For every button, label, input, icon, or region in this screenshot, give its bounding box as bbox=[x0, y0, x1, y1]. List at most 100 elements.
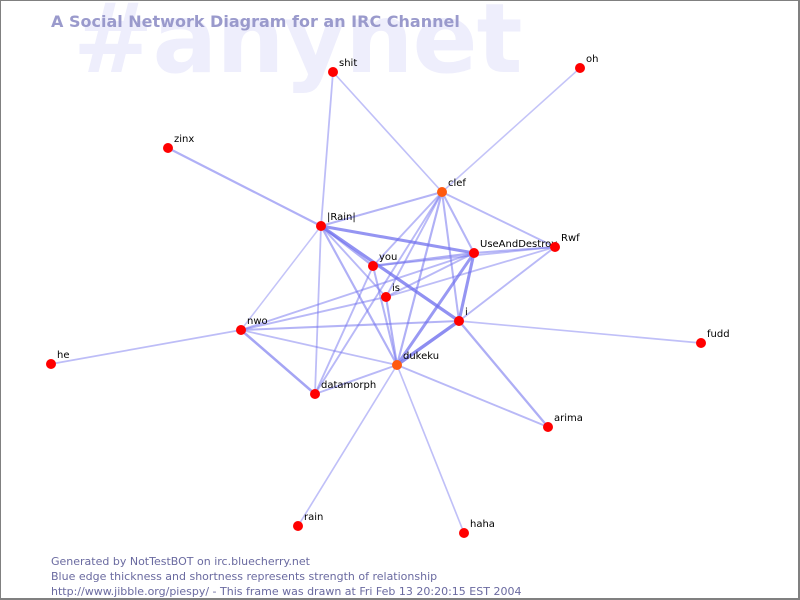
edge-rain_bars-you bbox=[319, 224, 375, 268]
node-dot bbox=[543, 422, 553, 432]
edge-clef-you bbox=[372, 191, 443, 267]
edge-useanddestroy-is bbox=[385, 252, 475, 298]
node-dot bbox=[236, 325, 246, 335]
node-dot bbox=[575, 63, 585, 73]
edge-he-nwo bbox=[50, 329, 242, 365]
node-label: rain bbox=[304, 512, 323, 523]
edge-shit-clef bbox=[332, 71, 443, 193]
nodes-layer: shit oh zinx clef |Rain| UseAndDestroy Rwf you i… bbox=[46, 54, 730, 538]
node-label: i bbox=[465, 307, 468, 318]
edge-nwo-datamorph bbox=[239, 328, 317, 396]
node-label: nwo bbox=[247, 316, 268, 327]
edge-useanddestroy-nwo bbox=[240, 252, 475, 331]
node-i: i bbox=[454, 307, 468, 326]
edge-rain_bars-is bbox=[320, 225, 387, 298]
node-rwf: Rwf bbox=[550, 233, 580, 252]
edge-useanddestroy-dukeku bbox=[395, 251, 476, 367]
edge-rain_bars-nwo bbox=[240, 225, 322, 331]
node-rain_bars: |Rain| bbox=[316, 212, 356, 231]
edge-nwo-is bbox=[240, 296, 387, 331]
node-label: he bbox=[57, 350, 70, 361]
node-zinx: zinx bbox=[163, 134, 194, 153]
edge-i-fudd bbox=[458, 320, 702, 344]
edge-clef-useanddestroy bbox=[440, 190, 476, 255]
edge-rain_bars-i bbox=[319, 224, 461, 323]
node-shit: shit bbox=[328, 58, 357, 77]
edge-i-nwo bbox=[239, 319, 461, 332]
edge-rain_bars-dukeku bbox=[319, 224, 399, 367]
edge-rwf-you bbox=[372, 246, 556, 267]
node-dot bbox=[163, 143, 173, 153]
node-dot bbox=[328, 67, 338, 77]
node-arima: arima bbox=[543, 413, 583, 432]
node-label: dukeku bbox=[403, 351, 439, 362]
edge-dukeku-rain bbox=[297, 364, 398, 527]
node-label: oh bbox=[586, 54, 598, 65]
node-label: datamorph bbox=[321, 380, 376, 391]
diagram-title: A Social Network Diagram for an IRC Chan… bbox=[51, 12, 460, 31]
edge-i-arima bbox=[457, 319, 550, 429]
node-clef: clef bbox=[437, 178, 466, 197]
edge-rwf-is bbox=[385, 246, 556, 298]
edge-useanddestroy-i bbox=[457, 251, 476, 323]
node-useanddestroy: UseAndDestroy bbox=[469, 239, 557, 258]
node-dot bbox=[437, 187, 447, 197]
node-dot bbox=[469, 248, 479, 258]
edge-zinx-rain_bars bbox=[166, 146, 323, 228]
node-nwo: nwo bbox=[236, 316, 268, 335]
node-dot bbox=[550, 242, 560, 252]
node-dot bbox=[459, 528, 469, 538]
node-dot bbox=[368, 261, 378, 271]
node-label: fudd bbox=[707, 329, 730, 340]
edge-dukeku-haha bbox=[396, 364, 465, 534]
edges-layer bbox=[50, 67, 702, 534]
node-dot bbox=[696, 338, 706, 348]
footer-frame-info: http://www.jibble.org/piespy/ - This fra… bbox=[51, 585, 522, 598]
edge-clef-dukeku bbox=[395, 190, 444, 367]
node-you: you bbox=[368, 252, 397, 271]
edge-rain_bars-clef bbox=[319, 190, 444, 228]
node-label: you bbox=[379, 252, 397, 263]
node-he: he bbox=[46, 350, 70, 369]
node-dot bbox=[46, 359, 56, 369]
edge-useanddestroy-rwf bbox=[472, 245, 557, 255]
node-label: clef bbox=[448, 178, 466, 189]
node-label: |Rain| bbox=[327, 212, 356, 223]
edge-clef-is bbox=[385, 191, 443, 298]
node-oh: oh bbox=[575, 54, 598, 73]
edge-datamorph-you bbox=[314, 265, 374, 395]
channel-watermark: #anynet bbox=[73, 0, 522, 95]
edge-rain_bars-datamorph bbox=[314, 225, 322, 395]
node-datamorph: datamorph bbox=[310, 380, 376, 399]
footer-legend: Blue edge thickness and shortness repres… bbox=[51, 570, 438, 583]
edge-useanddestroy-you bbox=[371, 251, 476, 268]
footer: Generated by NotTestBOT on irc.bluecherr… bbox=[51, 554, 522, 598]
node-label: arima bbox=[554, 413, 583, 424]
node-label: Rwf bbox=[561, 233, 580, 244]
node-dot bbox=[454, 316, 464, 326]
node-is: is bbox=[381, 283, 400, 302]
node-dot bbox=[381, 292, 391, 302]
node-haha: haha bbox=[459, 519, 495, 538]
node-label: haha bbox=[470, 519, 495, 530]
edge-i-dukeku bbox=[395, 319, 461, 367]
node-label: shit bbox=[339, 58, 357, 69]
node-label: UseAndDestroy bbox=[480, 239, 557, 250]
node-dukeku: dukeku bbox=[392, 351, 439, 370]
edge-oh-clef bbox=[441, 67, 581, 193]
node-label: zinx bbox=[174, 134, 194, 145]
node-dot bbox=[392, 360, 402, 370]
node-fudd: fudd bbox=[696, 329, 730, 348]
node-label: is bbox=[392, 283, 400, 294]
edge-rwf-i bbox=[458, 246, 556, 322]
edge-dukeku-arima bbox=[396, 364, 549, 428]
edge-clef-rwf bbox=[441, 191, 556, 248]
edge-dukeku-nwo bbox=[240, 329, 398, 366]
node-rain: rain bbox=[293, 512, 323, 531]
footer-generated-by: Generated by NotTestBOT on irc.bluecherr… bbox=[51, 555, 310, 568]
edge-dukeku-datamorph bbox=[314, 364, 398, 395]
node-dot bbox=[310, 389, 320, 399]
edge-shit-rain_bars bbox=[320, 71, 334, 227]
